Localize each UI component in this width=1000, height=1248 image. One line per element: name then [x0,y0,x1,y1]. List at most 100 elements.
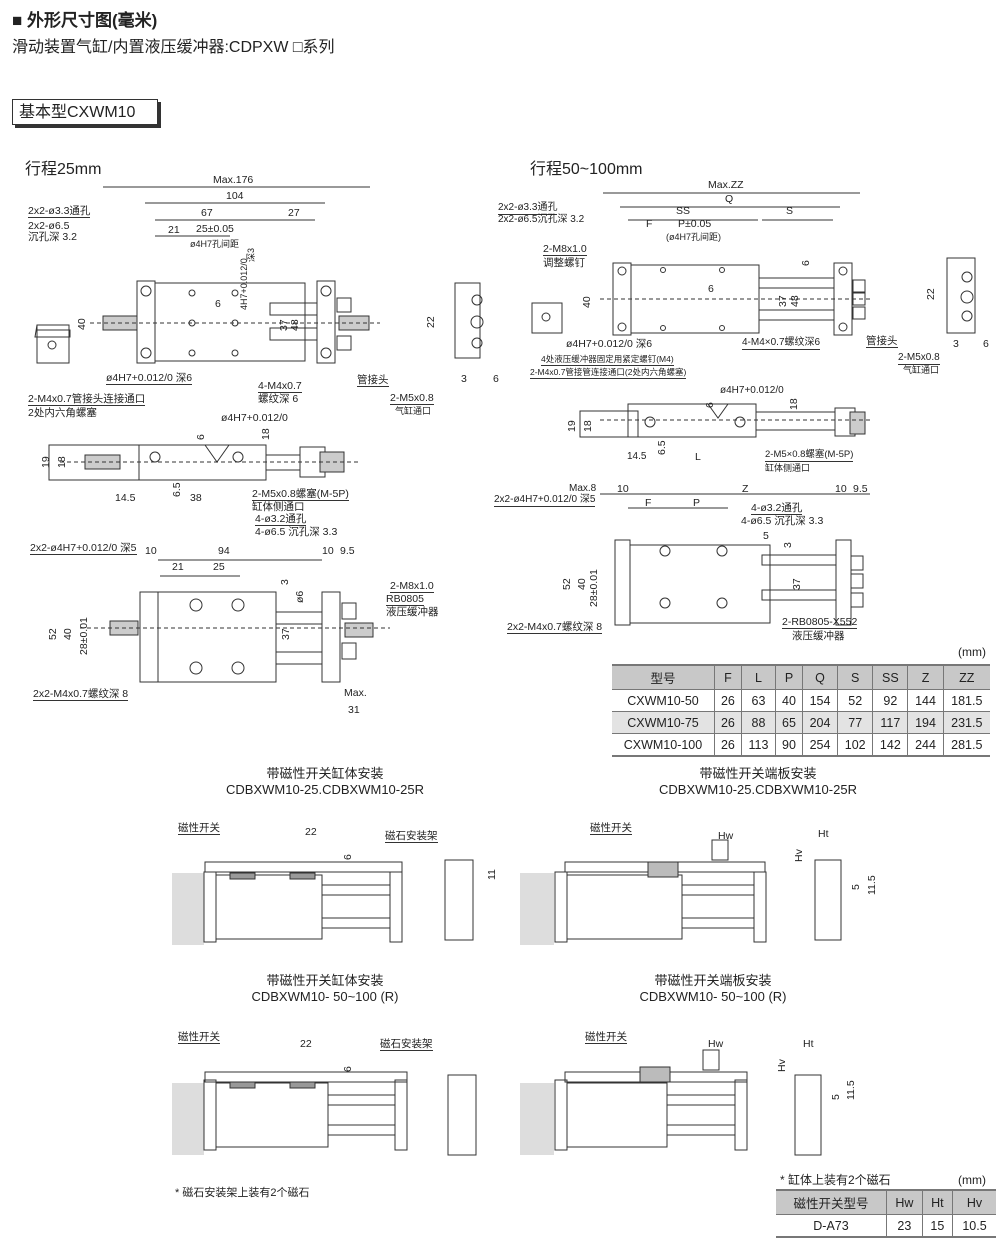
dim-label: 37 [777,295,789,307]
dim-label: 38 [190,492,202,504]
callout-label: 2-M8x1.0 [390,580,434,593]
table-cell: 281.5 [951,737,983,752]
page-title: ■ 外形尺寸图(毫米) [12,11,158,30]
callout-label: 4处液压缓冲器固定用紧定螺钉(M4) [541,354,674,366]
table-cell: 52 [837,689,874,712]
column-header: Hw [886,1190,923,1215]
dim-label: 25 [213,561,225,573]
table-cell: 26 [714,733,742,756]
dim-label: 19 [40,456,52,468]
dim-label: 5 [763,530,769,542]
column-header: P [775,665,803,690]
dim-label: 5 [850,884,862,890]
callout-label: 2-M5×0.8螺塞(M-5P) [765,449,854,462]
callout-label: 2-M5x0.8螺塞(M-5P) [252,488,349,501]
dim-label: 10 [617,483,629,495]
callout-label: 磁性开关 [585,1031,627,1044]
callout-label: 磁石安装架 [385,830,438,843]
table-cell: 204 [802,711,839,734]
dim-label: 3 [953,338,959,350]
dim-label: S [786,205,794,217]
callout-label: 2-M5x0.8 [898,352,940,365]
table-cell: CXWM10-50 [612,689,715,712]
dim-label: 25±0.05 [196,223,234,235]
dim-label: 94 [218,545,230,557]
column-header: Q [802,665,839,690]
dim-label: 37 [280,628,292,640]
dim-label: 6 [342,854,354,860]
dim-label: Max.8 [569,483,597,494]
dim-label: 104 [226,190,244,202]
callout-label: 管接头 [357,374,389,387]
table-cell: 181.5 [951,693,983,708]
dim-label: 6 [493,373,499,385]
table-cell: 113 [741,733,777,756]
dim-label: ø6 [294,590,306,603]
callout-label: 气缸通口 [903,365,940,375]
table-cell: 10.5 [962,1218,987,1233]
dim-label: 10 [835,483,847,495]
dim-label: 6 [215,298,221,310]
dim-label: 22 [425,316,437,328]
dim-label: 11.5 [866,875,878,895]
callout-label: 2x2-ø3.3通孔 [498,202,558,215]
table-cell: 88 [741,711,777,734]
column-header: Ht [922,1190,954,1215]
table-cell: 254 [802,733,839,756]
dim-label: L [695,451,701,463]
callout-label: 2x2-ø4H7+0.012/0 深5 [30,542,137,555]
dim-label: 5 [830,1094,842,1100]
dim-label: 37 [791,578,803,590]
callout-label: 管接头 [866,335,898,348]
drawing-side-view-50 [579,403,870,438]
callout-label: 4-M4×0.7螺纹深6 [742,337,821,350]
section-model: CDBXWM10- 50~100 (R) [639,989,787,1004]
dim-label: 40 [62,628,74,640]
dim-label: 6 [708,283,714,295]
table-cell: CXWM10-75 [612,711,715,734]
drawing-bottom-view-50 [600,493,870,626]
table-cell: 15 [922,1214,954,1237]
dim-label: 6 [195,434,207,440]
dim-label: F [645,497,652,509]
column-header: SS [872,665,909,690]
callout-label: 沉孔深 3.2 [28,231,78,243]
dim-label: 18 [788,398,800,410]
dim-label: 22 [925,288,937,300]
callout-label: 4-ø3.2通孔 [751,502,803,515]
dim-label: 52 [561,578,573,590]
callout-label: 液压缓冲器 [386,606,439,618]
column-header: Hv [952,1190,996,1215]
dim-label: 28±0.01 [78,617,90,655]
dim-label: 67 [201,207,213,219]
dim-label: 19 [566,420,578,432]
section-model: CDBXWM10-25.CDBXWM10-25R [659,782,857,797]
callout-label: 螺纹深 6 [258,393,299,405]
dim-label: 18 [260,428,272,440]
dim-label: 18 [56,456,68,468]
section-title-text: 带磁性开关端板安装 [699,766,817,781]
table-cell: 77 [837,711,874,734]
dim-label: 22 [305,826,317,838]
dim-label: (ø4H7孔间距) [666,232,722,242]
dim-label: F [646,218,653,230]
dim-label: 3 [782,542,794,548]
dim-label: 31 [348,704,360,716]
section-title-text: 带磁性开关端板安装 [654,973,772,988]
table-cell: CXWM10-100 [612,733,715,756]
model-badge: 基本型CXWM10 [12,99,158,125]
callout-label: 气缸通口 [395,406,432,416]
dim-label: Max.ZZ [708,179,744,191]
callout-label: 调整螺钉 [543,257,585,269]
dim-label: 10 [322,545,334,557]
dim-label: 27 [288,207,300,219]
callout-label: 4-M4x0.7 [258,380,302,393]
callout-label: 2-M8x1.0 [543,243,587,256]
